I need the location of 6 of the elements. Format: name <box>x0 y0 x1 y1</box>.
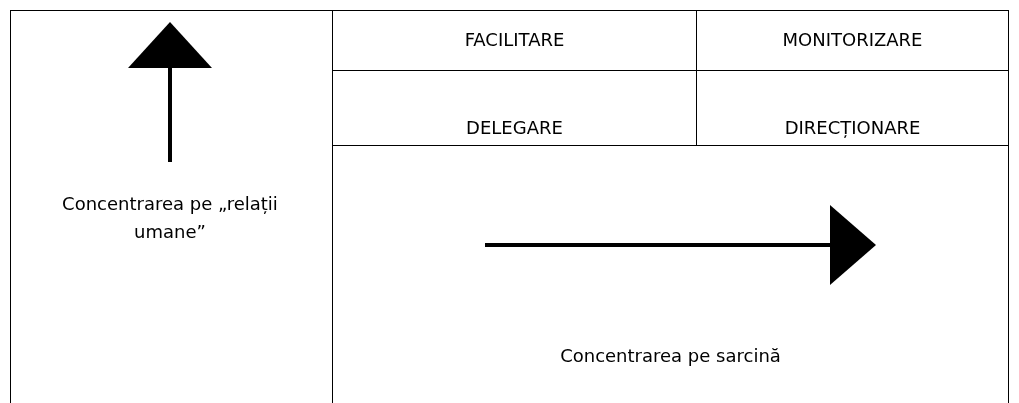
axis-label: Concentrarea pe sarcină <box>559 344 782 368</box>
table-cell-text: FACILITARE <box>463 28 566 52</box>
table-cell-text: DELEGARE <box>465 116 564 140</box>
table-cell-text: DIRECȚIONARE <box>783 116 922 140</box>
table-cell-text: MONITORIZARE <box>781 28 924 52</box>
axis-label: Concentrarea pe „relații umane” <box>61 192 279 244</box>
